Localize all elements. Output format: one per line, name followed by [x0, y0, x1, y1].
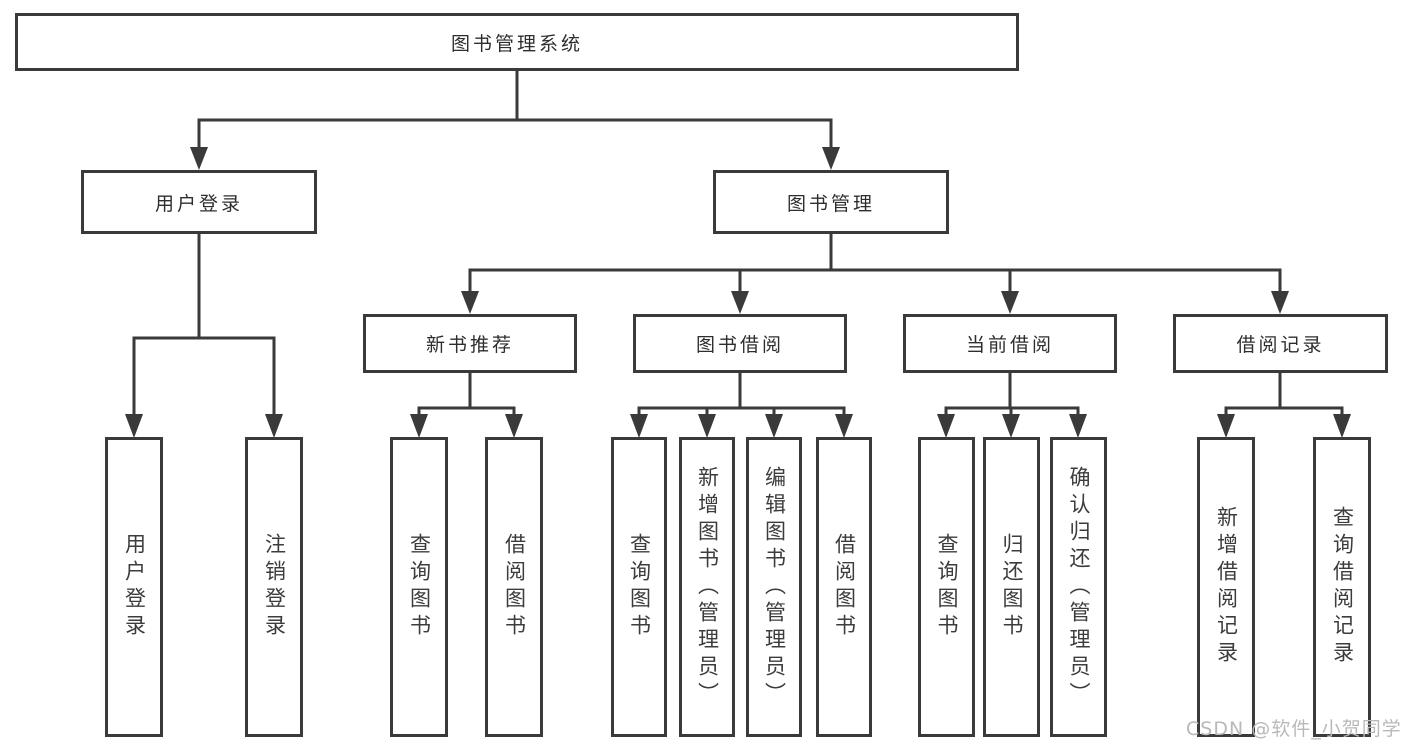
node-library-management-system: 图书管理系统 [15, 13, 1019, 71]
node-borrowing-records: 借阅记录 [1173, 314, 1388, 373]
leaf-query-borrow-record: 查询借阅记录 [1313, 437, 1371, 737]
node-user-login: 用户登录 [81, 170, 317, 234]
node-label: 新书推荐 [425, 334, 514, 356]
leaf-query-books-borrowing: 查询图书 [611, 437, 667, 737]
leaf-label: 编辑图书（管理员） [762, 465, 787, 709]
node-book-management: 图书管理 [713, 170, 949, 234]
leaf-label: 用户登录 [122, 533, 147, 641]
leaf-add-books-admin: 新增图书（管理员） [679, 437, 735, 737]
leaf-label: 查询借阅记录 [1330, 506, 1355, 668]
node-label: 图书借阅 [695, 334, 784, 356]
node-label: 借阅记录 [1236, 334, 1325, 356]
leaf-return-books: 归还图书 [983, 437, 1040, 737]
node-new-book-recommendation: 新书推荐 [363, 314, 577, 373]
leaf-label: 查询图书 [407, 533, 432, 641]
leaf-user-login: 用户登录 [105, 437, 163, 737]
leaf-label: 查询图书 [627, 533, 652, 641]
leaf-edit-books-admin: 编辑图书（管理员） [746, 437, 802, 737]
leaf-label: 查询图书 [935, 533, 959, 641]
node-current-borrowing: 当前借阅 [903, 314, 1117, 373]
leaf-query-books-current: 查询图书 [918, 437, 975, 737]
leaf-label: 注销登录 [262, 533, 287, 641]
leaf-borrow-books: 借阅图书 [816, 437, 872, 737]
node-label: 用户登录 [154, 192, 243, 215]
node-label: 图书管理 [786, 192, 875, 215]
node-book-borrowing: 图书借阅 [633, 314, 847, 373]
node-label: 当前借阅 [965, 334, 1054, 356]
leaf-borrow-books-recommend: 借阅图书 [485, 437, 543, 737]
node-label: 图书管理系统 [450, 32, 583, 55]
leaf-add-borrow-record: 新增借阅记录 [1197, 437, 1255, 737]
leaf-logout: 注销登录 [245, 437, 303, 737]
leaf-label: 新增借阅记录 [1214, 506, 1239, 668]
leaf-label: 借阅图书 [502, 533, 527, 641]
watermark-text: CSDN @软件_小贺同学 [1186, 718, 1402, 740]
leaf-label: 确认归还（管理员） [1067, 465, 1091, 709]
leaf-label: 新增图书（管理员） [695, 465, 720, 709]
leaf-label: 归还图书 [1000, 533, 1024, 641]
leaf-query-books-recommend: 查询图书 [390, 437, 448, 737]
leaf-confirm-return-admin: 确认归还（管理员） [1050, 437, 1107, 737]
leaf-label: 借阅图书 [832, 533, 857, 641]
